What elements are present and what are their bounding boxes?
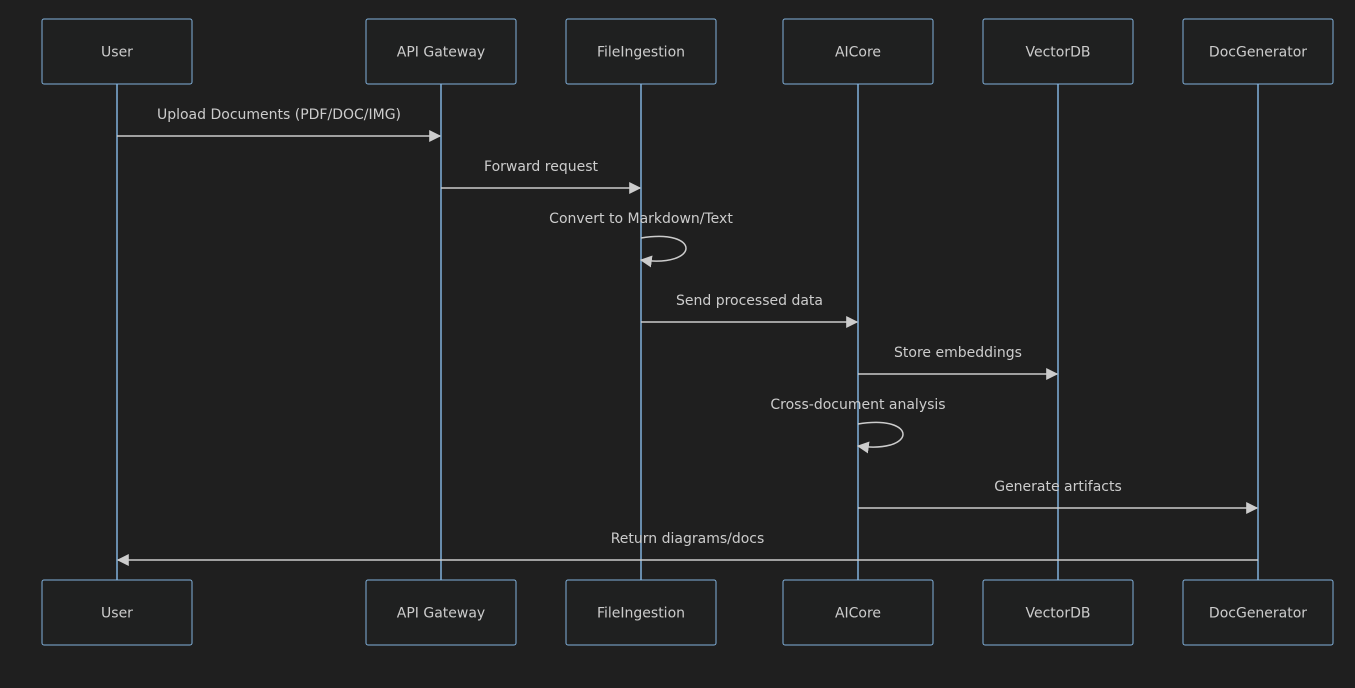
self-message-arrow <box>856 421 904 454</box>
message-5: Store embeddings <box>858 345 1059 380</box>
participant-ingest-bottom: FileIngestion <box>565 579 717 646</box>
participant-gateway-bottom: API Gateway <box>365 579 517 646</box>
participant-box <box>982 18 1134 85</box>
message-4: Send processed data <box>641 293 859 328</box>
participant-box <box>41 18 193 85</box>
message-label: Cross-document analysis <box>770 397 945 413</box>
message-label: Store embeddings <box>894 345 1022 361</box>
participant-box <box>982 579 1134 646</box>
messages: Upload Documents (PDF/DOC/IMG) Forward re… <box>116 107 1259 566</box>
participant-vectordb-top: VectorDB <box>982 18 1134 85</box>
participant-gateway-top: API Gateway <box>365 18 517 85</box>
participant-label: AICore <box>835 606 881 622</box>
message-label: Generate artifacts <box>994 479 1122 495</box>
participant-box <box>782 18 934 85</box>
message-7: Generate artifacts <box>858 479 1259 514</box>
participant-user-bottom: User <box>41 579 193 646</box>
participant-box <box>1182 18 1334 85</box>
participant-label: DocGenerator <box>1209 606 1307 622</box>
participant-label: VectorDB <box>1026 45 1091 61</box>
participant-label: User <box>101 606 133 622</box>
participant-ingest-top: FileIngestion <box>565 18 717 85</box>
participant-docgen-top: DocGenerator <box>1182 18 1334 85</box>
participant-vectordb-bottom: VectorDB <box>982 579 1134 646</box>
participant-label: AICore <box>835 45 881 61</box>
participant-box <box>1182 579 1334 646</box>
participant-box <box>365 18 517 85</box>
message-label: Send processed data <box>676 293 823 309</box>
participant-label: FileIngestion <box>597 45 685 61</box>
participant-aicore-top: AICore <box>782 18 934 85</box>
participant-box <box>565 18 717 85</box>
participant-box <box>365 579 517 646</box>
message-1: Upload Documents (PDF/DOC/IMG) <box>117 107 442 142</box>
message-8: Return diagrams/docs <box>116 531 1258 566</box>
lifelines <box>116 84 1259 580</box>
participant-aicore-bottom: AICore <box>782 579 934 646</box>
participant-label: API Gateway <box>397 45 485 61</box>
participant-label: FileIngestion <box>597 606 685 622</box>
message-label: Forward request <box>484 159 598 175</box>
participant-label: User <box>101 45 133 61</box>
message-label: Convert to Markdown/Text <box>549 211 733 227</box>
participant-user-top: User <box>41 18 193 85</box>
participant-box <box>782 579 934 646</box>
self-message-arrow <box>639 235 687 268</box>
message-label: Upload Documents (PDF/DOC/IMG) <box>157 107 401 123</box>
message-2: Forward request <box>441 159 642 194</box>
message-label: Return diagrams/docs <box>611 531 765 547</box>
participant-docgen-bottom: DocGenerator <box>1182 579 1334 646</box>
message-6: Cross-document analysis <box>770 397 946 454</box>
participant-label: VectorDB <box>1026 606 1091 622</box>
participant-label: API Gateway <box>397 606 485 622</box>
participant-label: DocGenerator <box>1209 45 1307 61</box>
message-3: Convert to Markdown/Text <box>549 211 733 268</box>
participant-box <box>41 579 193 646</box>
participant-box <box>565 579 717 646</box>
